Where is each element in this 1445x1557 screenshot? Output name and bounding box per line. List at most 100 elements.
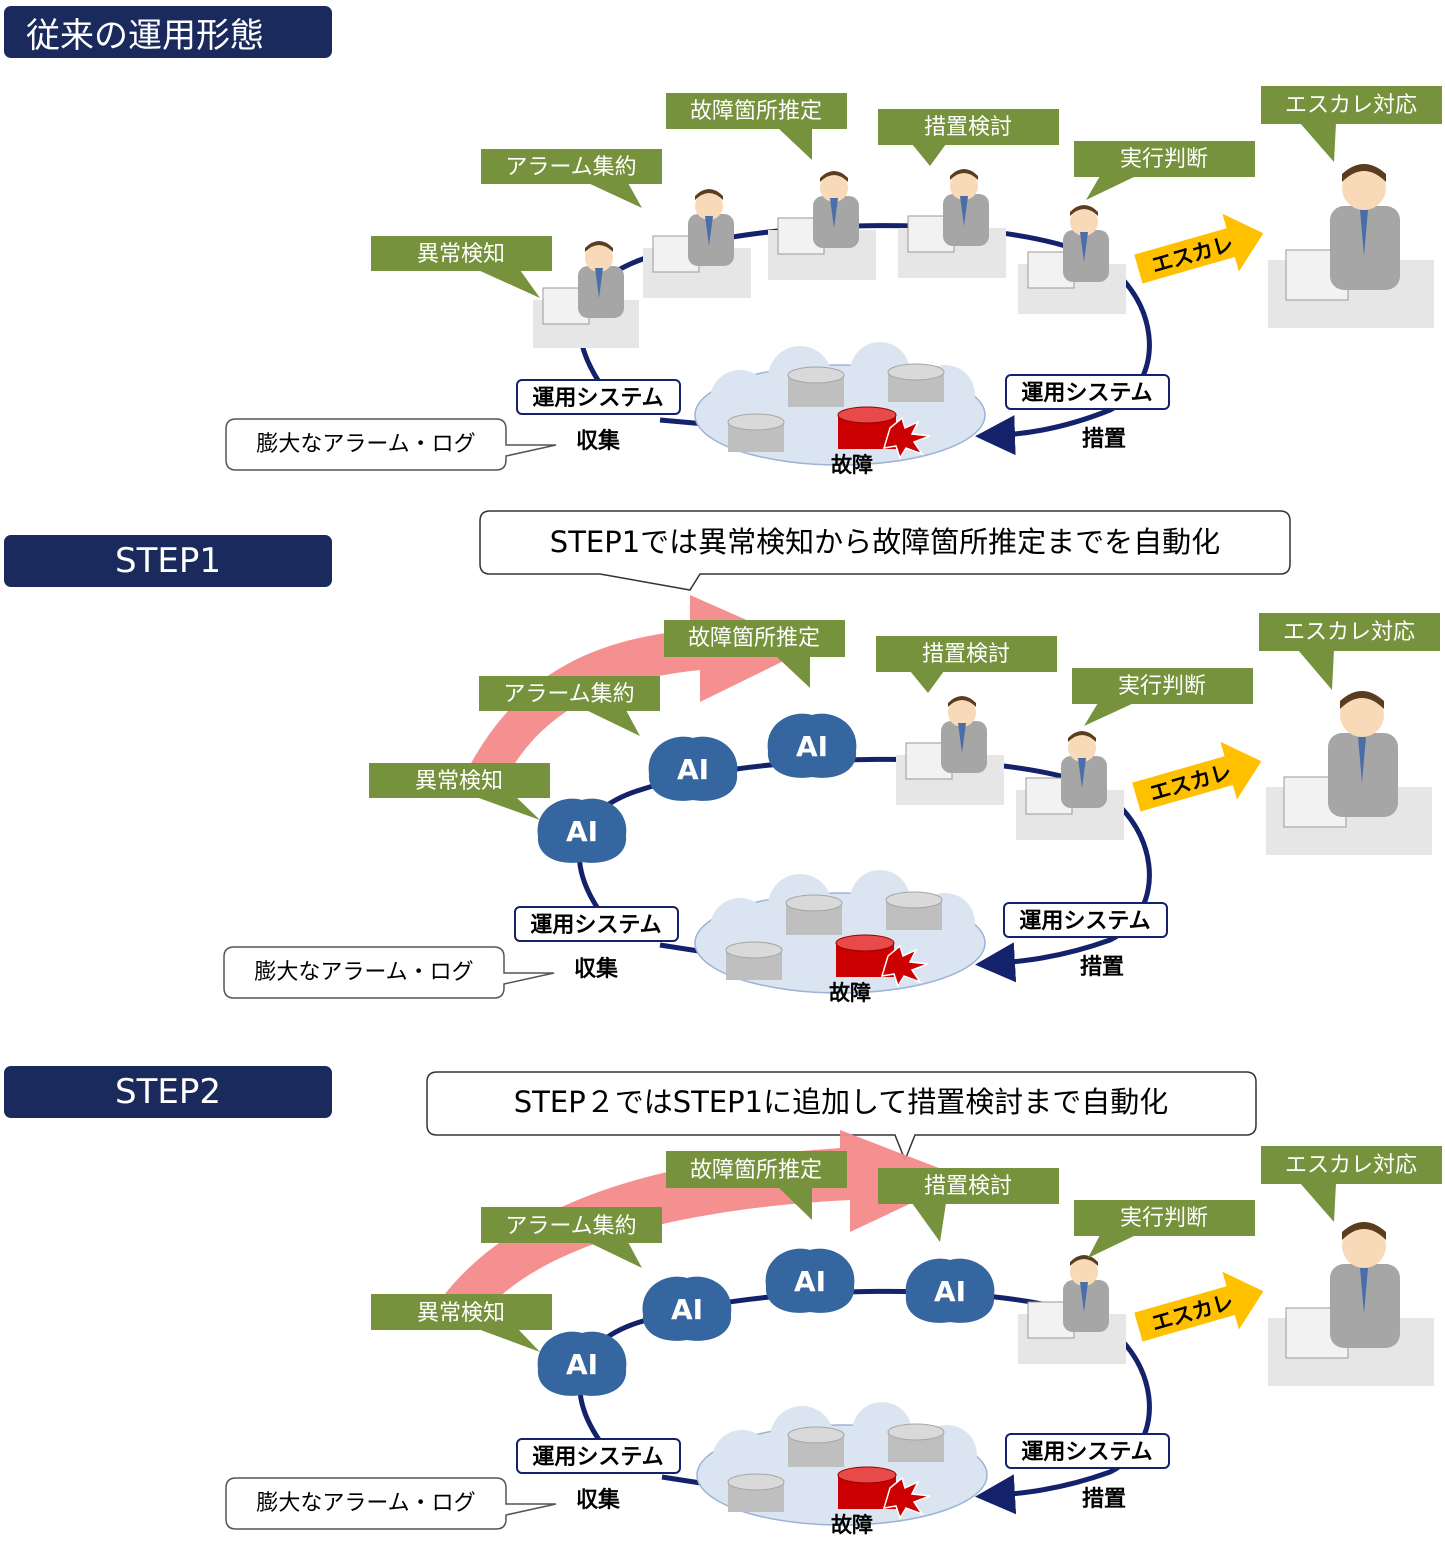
action-label: 措置: [1082, 1487, 1126, 1512]
ai-brain-icon-detect: AI: [537, 798, 627, 863]
step-bubble-escalation-response: エスカレ対応: [1261, 1146, 1442, 1222]
operator-icon-consider: [898, 169, 1006, 278]
ai-brain-icon-locate: AI: [765, 1248, 855, 1313]
label-text: 異常検知: [415, 769, 503, 794]
section-step2: STEP2 STEP２ではSTEP1に追加して措置検討まで自動化 故障 AI: [0, 1030, 1445, 1557]
label-text: アラーム集約: [505, 155, 636, 180]
step-summary-callout: STEP２ではSTEP1に追加して措置検討まで自動化: [426, 1071, 1257, 1163]
escalation-arrow: エスカレ: [1134, 1271, 1264, 1342]
step-bubble-consider: 措置検討: [878, 1168, 1059, 1242]
label-text: エスカレ対応: [1285, 93, 1417, 118]
db-icon: [725, 941, 783, 980]
label-text: 運用システム: [1021, 381, 1152, 406]
step-bubble-consider: 措置検討: [878, 109, 1059, 166]
section-header: 従来の運用形態: [4, 6, 332, 58]
label-text: エスカレ対応: [1285, 1153, 1417, 1178]
operator-icon-detect: [533, 241, 639, 348]
label-text: AI: [566, 815, 598, 848]
step-bubble-escalation-response: エスカレ対応: [1259, 613, 1440, 690]
step-bubble-escalation-response: エスカレ対応: [1261, 86, 1442, 162]
operator-icon-decide: [1018, 205, 1126, 314]
ai-brain-icon-aggregate: AI: [642, 1276, 732, 1341]
ops-system-left: 運用システム: [516, 1438, 681, 1474]
step-bubble-detect: 異常検知: [371, 236, 552, 298]
collect-label: 収集: [576, 428, 621, 454]
label-text: AI: [794, 1265, 826, 1298]
label-text: 故障箇所推定: [690, 99, 822, 124]
label-text: 故障箇所推定: [688, 626, 820, 651]
workflow-diagram: STEP２ではSTEP1に追加して措置検討まで自動化 故障 AI AI AI: [225, 1071, 1442, 1537]
db-icon: [787, 366, 845, 407]
label-text: 異常検知: [417, 242, 505, 267]
escalation-responder-icon: [1268, 164, 1434, 328]
ops-system-left: 運用システム: [516, 379, 681, 415]
collect-label: 収集: [576, 1487, 621, 1513]
label-text: 運用システム: [1021, 1440, 1152, 1465]
label-text: 実行判断: [1120, 1206, 1208, 1231]
fault-db-icon: [837, 406, 931, 460]
workflow-diagram: STEP1では異常検知から故障箇所推定までを自動化 故障 AI AI AI: [223, 510, 1440, 1005]
label-text: AI: [677, 753, 709, 786]
label-text: 運用システム: [532, 1445, 663, 1470]
section-conventional: 従来の運用形態 故障: [0, 0, 1445, 500]
action-label: 措置: [1080, 955, 1124, 980]
label-text: 故障箇所推定: [690, 1158, 822, 1183]
db-icon: [787, 1426, 845, 1467]
step-bubble-aggregate: アラーム集約: [479, 676, 660, 736]
label-text: 異常検知: [417, 1301, 505, 1326]
fault-db-icon: [835, 934, 929, 988]
ops-system-left: 運用システム: [514, 906, 679, 942]
operator-icon-decide: [1016, 731, 1124, 840]
label-text: AI: [566, 1348, 598, 1381]
ops-system-right: 運用システム: [1003, 902, 1168, 938]
label-text: 措置検討: [924, 115, 1012, 140]
step-bubble-locate: 故障箇所推定: [664, 620, 845, 688]
label-text: 膨大なアラーム・ログ: [256, 432, 475, 457]
workflow-diagram: 故障 異常検知 アラ: [225, 86, 1442, 477]
escalation-responder-icon: [1266, 691, 1432, 855]
escalation-arrow: エスカレ: [1134, 213, 1264, 284]
step-bubble-locate: 故障箇所推定: [666, 1151, 847, 1220]
action-label: 措置: [1082, 427, 1126, 452]
step-bubble-decide: 実行判断: [1072, 668, 1253, 726]
db-icon: [727, 413, 785, 452]
step-bubble-locate: 故障箇所推定: [666, 93, 847, 160]
step-summary-callout: STEP1では異常検知から故障箇所推定までを自動化: [479, 510, 1291, 591]
alarm-log-callout: 膨大なアラーム・ログ: [223, 946, 555, 999]
label-text: STEP２ではSTEP1に追加して措置検討まで自動化: [514, 1085, 1168, 1119]
label-text: 実行判断: [1118, 674, 1206, 699]
db-icon: [887, 1423, 945, 1462]
ai-brain-icon-detect: AI: [537, 1331, 627, 1396]
fault-label: 故障: [831, 1513, 873, 1537]
label-text: AI: [934, 1275, 966, 1308]
label-text: 措置検討: [924, 1174, 1012, 1199]
step-bubble-aggregate: アラーム集約: [481, 149, 662, 208]
label-text: 措置検討: [922, 642, 1010, 667]
ops-system-right: 運用システム: [1005, 374, 1170, 410]
step-bubble-detect: 異常検知: [369, 763, 550, 820]
fault-label: 故障: [829, 981, 871, 1005]
label-text: 運用システム: [1019, 909, 1150, 934]
step-bubble-consider: 措置検討: [876, 636, 1057, 693]
label-text: 運用システム: [532, 386, 663, 411]
alarm-log-callout: 膨大なアラーム・ログ: [225, 418, 557, 471]
db-icon: [887, 363, 945, 402]
step-bubble-decide: 実行判断: [1074, 1200, 1255, 1258]
label-text: AI: [796, 730, 828, 763]
fault-label: 故障: [831, 453, 873, 477]
section-header: STEP1: [4, 535, 332, 587]
ai-brain-icon-consider: AI: [905, 1258, 995, 1323]
step-bubble-aggregate: アラーム集約: [481, 1207, 662, 1268]
label-text: 膨大なアラーム・ログ: [254, 960, 473, 985]
db-icon: [727, 1473, 785, 1512]
escalation-responder-icon: [1268, 1222, 1434, 1386]
operator-icon-decide: [1018, 1255, 1126, 1364]
escalation-arrow: エスカレ: [1132, 741, 1262, 812]
ops-system-right: 運用システム: [1005, 1433, 1170, 1469]
section-step1: STEP1 STEP1では異常検知から故障箇所推定までを自動化 故障 AI: [0, 500, 1445, 1030]
db-icon: [785, 894, 843, 935]
operator-icon-aggregate: [643, 189, 751, 298]
label-text: エスカレ対応: [1283, 620, 1415, 645]
step-bubble-detect: 異常検知: [371, 1294, 552, 1352]
label-text: アラーム集約: [503, 682, 634, 707]
